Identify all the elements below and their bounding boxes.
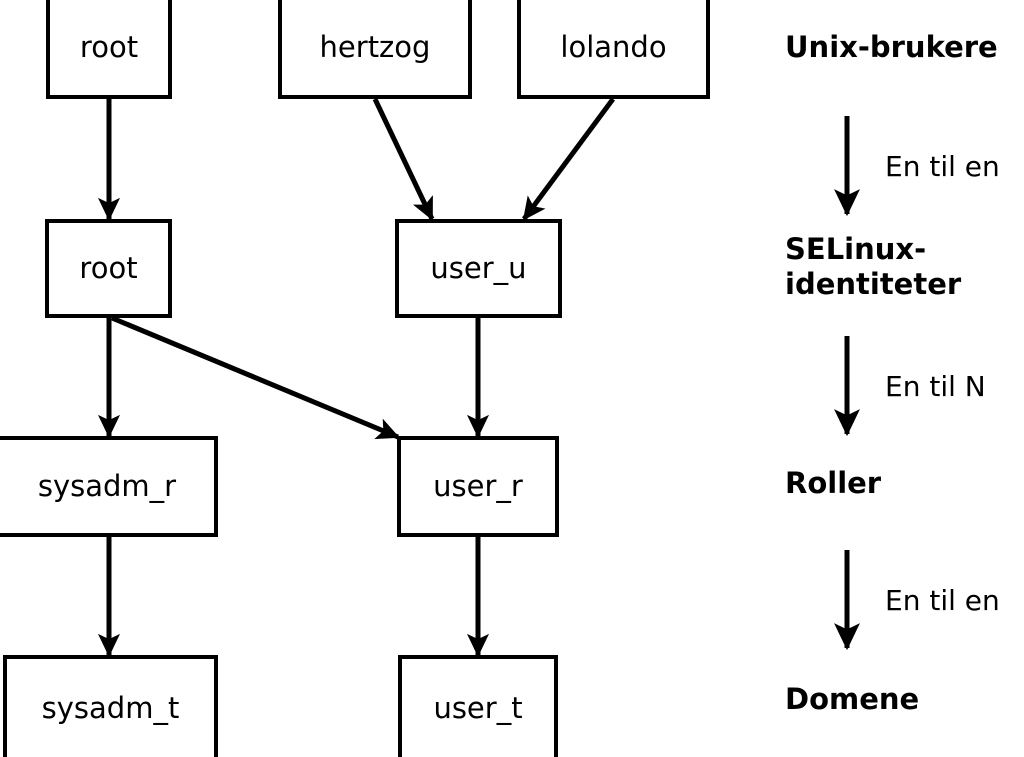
node-label: user_u (430, 251, 527, 285)
node-user_u[interactable]: user_u (395, 219, 562, 318)
legend-relation-rel-2: En til N (885, 370, 986, 403)
node-label: user_t (433, 690, 523, 725)
edge-se_root-to-user_r (111, 315, 400, 440)
graph-edges (97, 97, 616, 657)
node-label: hertzog (319, 30, 431, 64)
legend-level-roller: Roller (785, 466, 882, 500)
node-sysadm_t[interactable]: sysadm_t (3, 655, 218, 757)
node-label: user_r (433, 469, 523, 503)
node-label: root (79, 251, 138, 285)
node-label: sysadm_t (41, 690, 180, 725)
edge-hertzog-to-user_u (372, 97, 435, 221)
node-lolando[interactable]: lolando (517, 0, 710, 99)
node-user_t[interactable]: user_t (398, 655, 558, 757)
node-unix_root[interactable]: root (46, 0, 172, 99)
legend-level-selinux-identiteter: SELinux- (785, 232, 927, 266)
edge-lolando-to-user_u (521, 97, 616, 221)
node-label: root (79, 30, 139, 64)
legend-level-selinux-identiteter-line2: identiteter (785, 267, 962, 301)
legend-relation-rel-3: En til en (885, 584, 1000, 617)
legend-level-unix-brukere: Unix-brukere (785, 30, 998, 64)
node-user_r[interactable]: user_r (397, 436, 559, 537)
node-label: sysadm_r (37, 469, 177, 503)
node-hertzog[interactable]: hertzog (278, 0, 472, 99)
node-label: lolando (560, 30, 667, 64)
legend-level-domene: Domene (785, 682, 920, 716)
node-sysadm_r[interactable]: sysadm_r (0, 436, 218, 537)
legend-relation-rel-1: En til en (885, 150, 1000, 183)
node-se_root[interactable]: root (45, 219, 172, 318)
